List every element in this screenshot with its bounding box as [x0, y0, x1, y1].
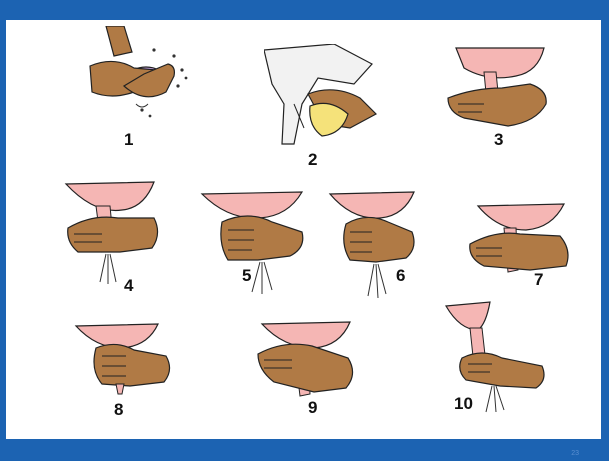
step-6-number: 6 [396, 266, 405, 286]
step-1-number: 1 [124, 130, 133, 150]
step-4-number: 4 [124, 276, 133, 296]
step-8-number: 8 [114, 400, 123, 420]
step-10-number: 10 [454, 394, 473, 414]
squeeze-teat-icon [58, 178, 168, 288]
release-teat-icon [468, 200, 578, 284]
slide-right-bar [601, 0, 609, 461]
step-4-illustration [58, 178, 168, 288]
slide-page-number: 23 [571, 450, 579, 457]
washing-teat-icon [84, 26, 194, 122]
step-2-number: 2 [308, 150, 317, 170]
step-8-illustration [72, 320, 176, 400]
step-1-illustration [84, 26, 194, 122]
step-6-illustration [326, 188, 426, 300]
step-2-illustration [264, 44, 384, 152]
step-9-number: 9 [308, 398, 317, 418]
step-5-illustration [198, 188, 308, 296]
squeeze-teat-icon [198, 188, 308, 296]
slide-bottom-bar [0, 439, 609, 461]
illustration-canvas: 1 2 3 [6, 20, 601, 439]
step-5-number: 5 [242, 266, 251, 286]
release-teat-icon [254, 318, 364, 400]
drying-udder-icon [264, 44, 384, 152]
step-7-illustration [468, 200, 578, 284]
step-3-number: 3 [494, 130, 503, 150]
slide-top-bar [0, 0, 609, 20]
step-9-illustration [254, 318, 364, 400]
grip-teat-icon [444, 42, 554, 132]
step-3-illustration [444, 42, 554, 132]
step-7-number: 7 [534, 270, 543, 290]
fist-grip-icon [72, 320, 176, 400]
squeeze-teat-icon [326, 188, 426, 300]
